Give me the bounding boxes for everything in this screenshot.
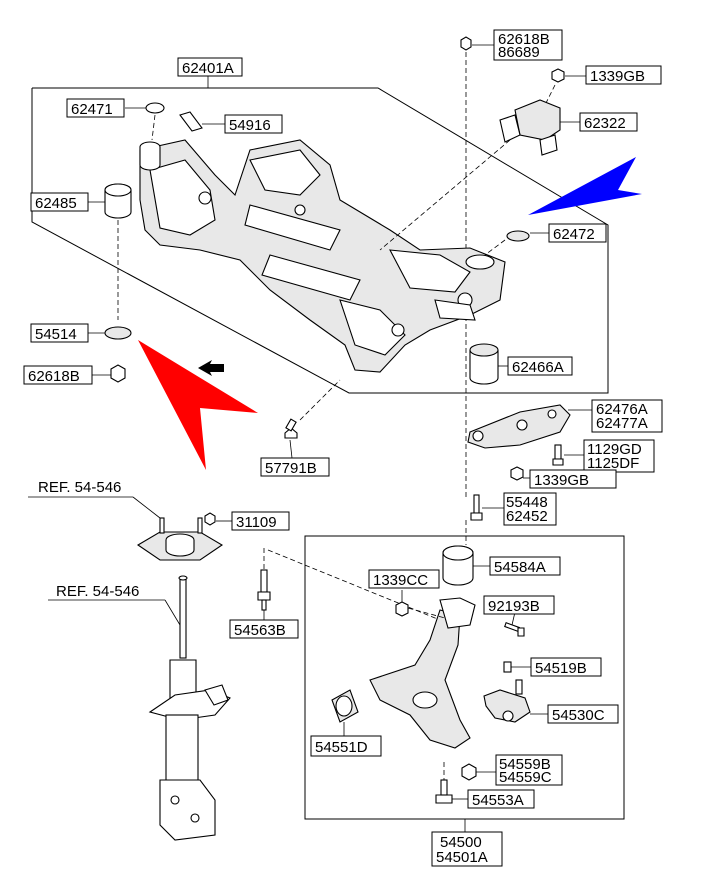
label-54500: 54500 54501A [431, 831, 503, 867]
svg-text:54563B: 54563B [234, 622, 286, 639]
nut-62618b-top [460, 36, 472, 51]
bolt-92193b [504, 622, 525, 637]
label-92193b: 92193B [483, 595, 555, 615]
bolt-55448 [470, 494, 483, 521]
label-1129gd: 1129GD 1125DF [583, 439, 655, 473]
svg-text:1125DF: 1125DF [587, 455, 639, 472]
label-31109: 31109 [231, 511, 290, 531]
svg-text:31109: 31109 [236, 514, 277, 531]
svg-text:REF. 54-546: REF. 54-546 [38, 479, 121, 496]
subframe-frame [31, 87, 609, 394]
label-62322: 62322 [579, 112, 638, 132]
svg-text:54559B: 54559B [499, 756, 551, 773]
label-54553a: 54553A [467, 789, 535, 809]
bushing-62466a [469, 343, 499, 385]
label-54530c: 54530C [547, 704, 619, 724]
lower-control-arm [369, 597, 476, 749]
label-1339gb-top: 1339GB [585, 65, 662, 85]
svg-text:1129GD: 1129GD [587, 441, 642, 458]
svg-text:62452: 62452 [506, 508, 548, 525]
label-62401a: 62401A [177, 57, 243, 77]
svg-text:54559C: 54559C [499, 769, 552, 786]
label-54551d: 54551D [310, 735, 382, 757]
svg-text:1339GB: 1339GB [590, 68, 645, 85]
nut-31109 [204, 512, 216, 526]
strut-mount [136, 517, 224, 561]
bolt-1129gd [552, 444, 564, 466]
svg-text:54501A: 54501A [436, 849, 488, 866]
svg-text:62322: 62322 [584, 115, 626, 132]
svg-text:54519B: 54519B [535, 660, 587, 677]
label-54514: 54514 [30, 323, 89, 343]
svg-text:62485: 62485 [35, 195, 77, 212]
black-arrow [198, 360, 224, 376]
svg-text:55448: 55448 [506, 494, 548, 511]
svg-text:54916: 54916 [229, 117, 271, 134]
nut-1339gb-mid [510, 466, 524, 481]
label-54584a: 54584A [489, 556, 561, 576]
svg-text:54500: 54500 [440, 834, 482, 851]
svg-text:62476A: 62476A [596, 401, 648, 418]
label-1339gb-mid: 1339GB [529, 469, 617, 489]
svg-text:62401A: 62401A [182, 60, 234, 77]
nut-1339cc [395, 601, 409, 617]
stabilizer-link-54563b [257, 569, 271, 611]
bolt-54553a [435, 779, 453, 804]
svg-text:57791B: 57791B [265, 460, 317, 477]
label-57791b: 57791B [260, 457, 330, 477]
svg-text:62466A: 62466A [512, 359, 564, 376]
label-54916: 54916 [224, 114, 283, 134]
svg-text:54553A: 54553A [472, 792, 524, 809]
nut-1339gb-top [551, 68, 565, 83]
label-62618b-left: 62618B [23, 365, 93, 385]
nut-62618b-left [110, 364, 126, 383]
ref-lower: REF. 54-546 [56, 583, 139, 600]
svg-text:62618B: 62618B [28, 368, 80, 385]
bracket-54916 [179, 111, 203, 132]
label-62471: 62471 [66, 98, 125, 118]
label-62466a: 62466A [507, 356, 573, 376]
nut-54559b [461, 763, 477, 781]
bushing-62485 [104, 183, 132, 219]
washer-62472 [506, 230, 530, 242]
svg-text:86689: 86689 [498, 44, 540, 61]
svg-text:1339CC: 1339CC [373, 572, 428, 589]
label-1339cc: 1339CC [368, 569, 440, 589]
label-62485: 62485 [30, 192, 89, 212]
label-62618b-top: 62618B 86689 [493, 29, 563, 61]
ref-upper: REF. 54-546 [38, 479, 121, 496]
label-54519b: 54519B [530, 657, 602, 677]
svg-text:62477A: 62477A [596, 415, 648, 432]
strut-assembly [148, 575, 231, 841]
svg-text:62472: 62472 [553, 226, 595, 243]
bolt-57791b [284, 418, 298, 439]
ball-joint-54530c [483, 679, 531, 723]
svg-text:54514: 54514 [35, 326, 77, 343]
lower-arm-frame [304, 535, 625, 820]
bushing-54584a [442, 545, 474, 586]
svg-text:1339GB: 1339GB [534, 472, 589, 489]
svg-text:54584A: 54584A [494, 559, 546, 576]
label-54563b: 54563B [229, 619, 299, 639]
washer-54514 [104, 326, 132, 340]
front-subframe [139, 139, 506, 373]
label-62476a: 62476A 62477A [591, 399, 663, 433]
blue-arrow [528, 157, 642, 215]
svg-text:92193B: 92193B [488, 598, 540, 615]
label-54559b: 54559B 54559C [495, 754, 563, 786]
washer-62471 [145, 102, 165, 114]
mount-62322 [499, 99, 561, 156]
red-arrow [138, 340, 258, 470]
label-62472: 62472 [548, 223, 607, 243]
bushing-54551d [331, 689, 359, 723]
label-55448: 55448 62452 [503, 492, 557, 526]
pin-54519b [503, 661, 512, 673]
svg-text:54530C: 54530C [552, 707, 605, 724]
svg-text:62618B: 62618B [498, 31, 550, 48]
svg-text:54551D: 54551D [315, 739, 368, 756]
svg-text:62471: 62471 [71, 101, 113, 118]
svg-text:REF. 54-546: REF. 54-546 [56, 583, 139, 600]
